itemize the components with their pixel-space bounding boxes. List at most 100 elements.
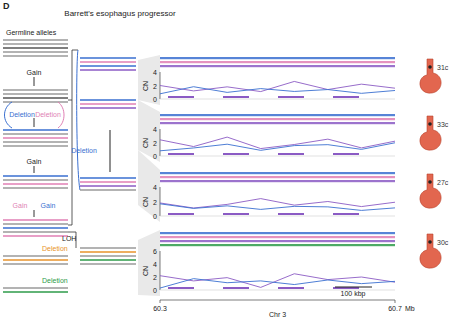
allele-strip (160, 61, 395, 63)
allele-line (3, 259, 68, 261)
allele-line (3, 291, 68, 293)
cn-trace (160, 143, 395, 151)
sample-label: 31c (437, 64, 448, 71)
tick-label: 6 (153, 248, 157, 255)
allele-line (3, 235, 68, 237)
zoom-wedge (138, 230, 160, 296)
event-label: Gain (13, 202, 28, 209)
event-label: Gain (27, 158, 42, 165)
tick (160, 300, 161, 303)
allele-line (3, 51, 68, 53)
allele-line (80, 65, 136, 67)
axis-title: CN (142, 196, 149, 206)
allele-line (3, 133, 68, 135)
tree-line (68, 100, 72, 225)
sample-site (428, 240, 432, 244)
cn-trace (160, 137, 395, 148)
axis-title: CN (142, 265, 149, 275)
allele-line (3, 219, 68, 221)
allele-line (3, 47, 68, 49)
allele-strip (160, 236, 395, 238)
allele-strip (160, 232, 395, 234)
allele-line (80, 99, 136, 101)
panel-letter: D (3, 2, 10, 11)
event-bar (34, 210, 35, 217)
allele-line (3, 97, 68, 99)
scale-label: 100 kbp (341, 290, 366, 297)
event-label: Gain (27, 69, 42, 76)
event-label: Deletion (42, 277, 68, 284)
bracket (77, 50, 80, 190)
allele-line (80, 181, 136, 183)
tick (395, 300, 396, 303)
allele-line (80, 69, 136, 71)
tick-label: 0 (153, 213, 157, 220)
segment (223, 153, 249, 155)
allele-strip (160, 244, 395, 246)
tick-label: 0 (153, 96, 157, 103)
allele-line (3, 255, 68, 257)
allele-line (3, 175, 68, 177)
tick-label: 4 (153, 184, 157, 191)
tick-label: 2 (153, 82, 157, 89)
allele-line (80, 57, 136, 59)
segment (333, 213, 359, 215)
allele-line (3, 183, 68, 185)
allele-line (3, 43, 68, 45)
scale-bar (335, 287, 372, 288)
sample-label: 27c (437, 179, 448, 186)
y-axis (160, 129, 161, 156)
axis-title: Chr 3 (269, 311, 286, 318)
allele-line (80, 103, 136, 105)
segment (278, 153, 304, 155)
tick-label: 4 (153, 261, 157, 268)
allele-line (3, 93, 68, 95)
tick-label: 0 (153, 287, 157, 294)
zoom-wedge (138, 150, 160, 222)
allele-line (80, 107, 136, 109)
allele-line (3, 223, 68, 225)
y-axis (160, 251, 161, 290)
segment (223, 287, 249, 289)
allele-line (80, 263, 136, 265)
event-bar (34, 166, 35, 173)
allele-line (3, 263, 68, 265)
allele-strip (160, 114, 395, 116)
allele-line (80, 189, 136, 191)
unit-label: Mb (405, 305, 415, 312)
segment (333, 96, 359, 98)
allele-strip (160, 118, 395, 120)
segment (168, 213, 194, 215)
segment (278, 287, 304, 289)
baseline (160, 99, 395, 100)
tick-label: 0 (153, 153, 157, 160)
segment (278, 213, 304, 215)
allele-strip (160, 172, 395, 174)
segment (168, 153, 194, 155)
zoom-wedge (138, 55, 160, 105)
y-axis (160, 187, 161, 216)
event-label: Deletion (42, 245, 68, 252)
allele-strip (160, 122, 395, 124)
allele-line (3, 141, 68, 143)
allele-line (80, 247, 136, 249)
event-label: Deletion (35, 111, 61, 118)
axis-title: CN (142, 80, 149, 90)
allele-line (3, 287, 68, 289)
allele-line (3, 231, 68, 233)
segment (278, 96, 304, 98)
event-label: Deletion (71, 147, 97, 154)
label: Barrett's esophagus progressor (64, 10, 175, 18)
allele-line (3, 89, 68, 91)
allele-line (3, 227, 68, 229)
segment (223, 96, 249, 98)
column-heading: Germline alleles (6, 29, 56, 36)
allele-line (3, 129, 68, 131)
cn-trace (160, 279, 395, 288)
cn-trace (160, 87, 395, 94)
allele-line (80, 61, 136, 63)
zoom-wedge (138, 100, 160, 162)
baseline (160, 216, 395, 217)
